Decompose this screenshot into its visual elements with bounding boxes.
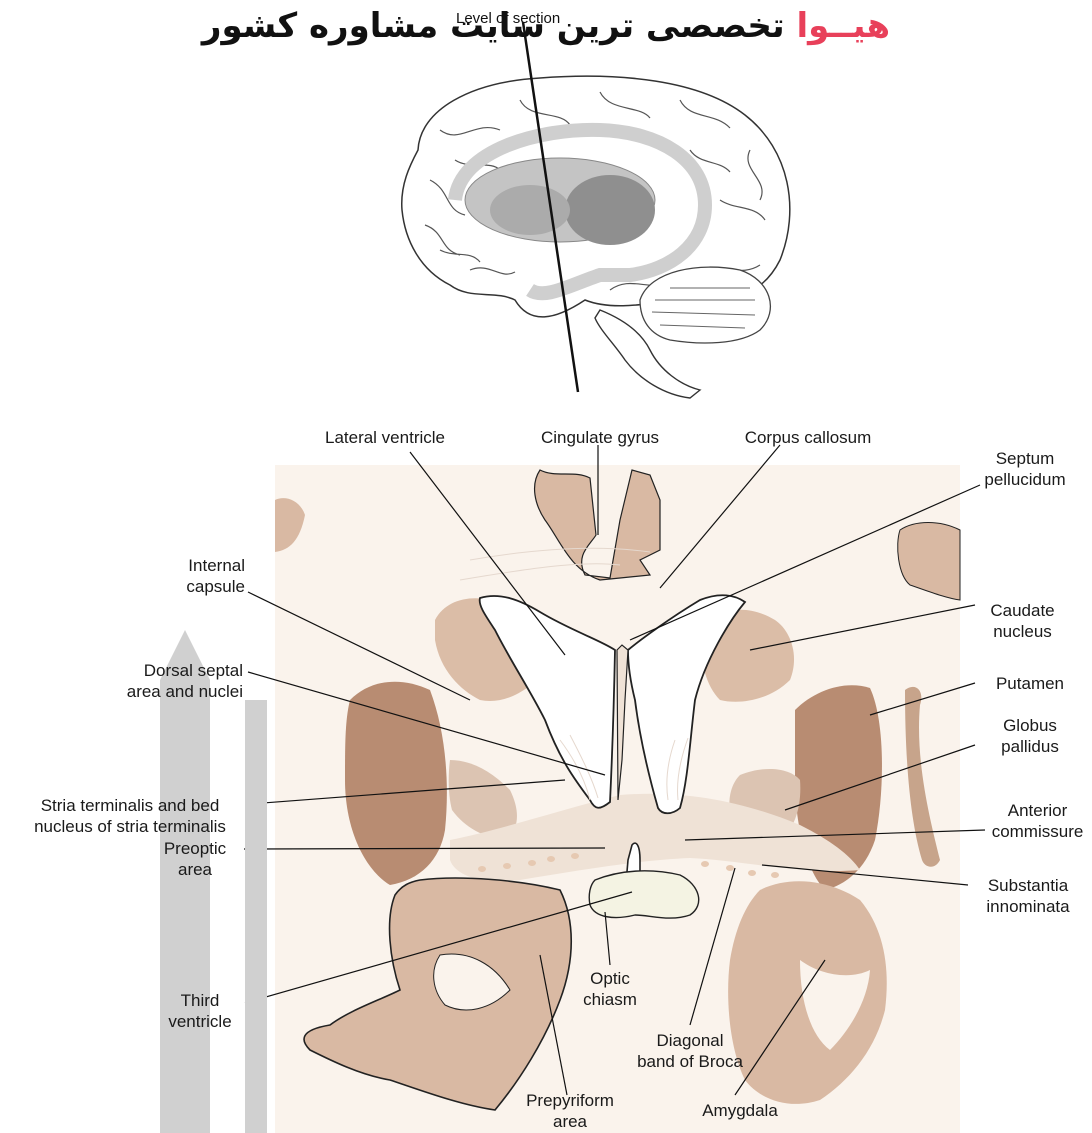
label-septum-line1: Septum [960, 448, 1090, 469]
label-caudate-line1: Caudate [965, 600, 1080, 621]
label-stria-line2: nucleus of stria terminalis [0, 816, 260, 837]
label-internal-capsule-line2: capsule [100, 576, 245, 597]
deep-nucleus-dark [565, 175, 655, 245]
label-globus-pallidus: Globus pallidus [975, 715, 1085, 757]
label-amygdala: Amygdala [685, 1100, 795, 1121]
label-diagonal-line2: band of Broca [615, 1051, 765, 1072]
label-diagonal-band: Diagonal band of Broca [615, 1030, 765, 1072]
label-caudate-nucleus: Caudate nucleus [965, 600, 1080, 642]
label-internal-capsule-line1: Internal [100, 555, 245, 576]
label-lateral-ventricle: Lateral ventricle [300, 427, 470, 448]
label-cingulate-gyrus: Cingulate gyrus [515, 427, 685, 448]
label-preoptic-line2: area [150, 859, 240, 880]
label-substantia-line1: Substantia [968, 875, 1088, 896]
label-optic-chiasm: Optic chiasm [570, 968, 650, 1010]
label-stria-terminalis: Stria terminalis and bed nucleus of stri… [0, 795, 260, 837]
label-putamen: Putamen [975, 673, 1085, 694]
label-preoptic-area: Preoptic area [150, 838, 240, 880]
label-stria-line1: Stria terminalis and bed [0, 795, 260, 816]
label-dorsal-septal: Dorsal septal area and nuclei [75, 660, 243, 702]
watermark-arrow [160, 630, 210, 1133]
sagittal-brain [402, 22, 790, 398]
label-substantia-line2: innominata [968, 896, 1088, 917]
label-prepyriform-line2: area [500, 1111, 640, 1132]
label-globus-line2: pallidus [975, 736, 1085, 757]
label-substantia-innominata: Substantia innominata [968, 875, 1088, 917]
label-third-ventricle-line2: ventricle [160, 1011, 240, 1032]
label-prepyriform-line1: Prepyriform [500, 1090, 640, 1111]
label-septum-line2: pellucidum [960, 469, 1090, 490]
label-anterior-commissure: Anterior commissure [985, 800, 1090, 842]
label-dorsal-septal-line1: Dorsal septal [75, 660, 243, 681]
deep-nucleus-mid [490, 185, 570, 235]
label-corpus-callosum: Corpus callosum [718, 427, 898, 448]
label-dorsal-septal-line2: area and nuclei [75, 681, 243, 702]
label-third-ventricle: Third ventricle [160, 990, 240, 1032]
label-commissure-line1: Anterior [985, 800, 1090, 821]
watermark-bar [245, 700, 267, 1133]
label-optic-line1: Optic [570, 968, 650, 989]
label-preoptic-line1: Preoptic [150, 838, 240, 859]
label-septum-pellucidum: Septum pellucidum [960, 448, 1090, 490]
cerebellum [640, 267, 770, 343]
label-internal-capsule: Internal capsule [100, 555, 245, 597]
label-diagonal-line1: Diagonal [615, 1030, 765, 1051]
label-globus-line1: Globus [975, 715, 1085, 736]
label-prepyriform-area: Prepyriform area [500, 1090, 640, 1132]
label-third-ventricle-line1: Third [160, 990, 240, 1011]
label-caudate-line2: nucleus [965, 621, 1080, 642]
optic-chiasm [589, 871, 698, 918]
label-optic-line2: chiasm [570, 989, 650, 1010]
label-commissure-line2: commissure [985, 821, 1090, 842]
